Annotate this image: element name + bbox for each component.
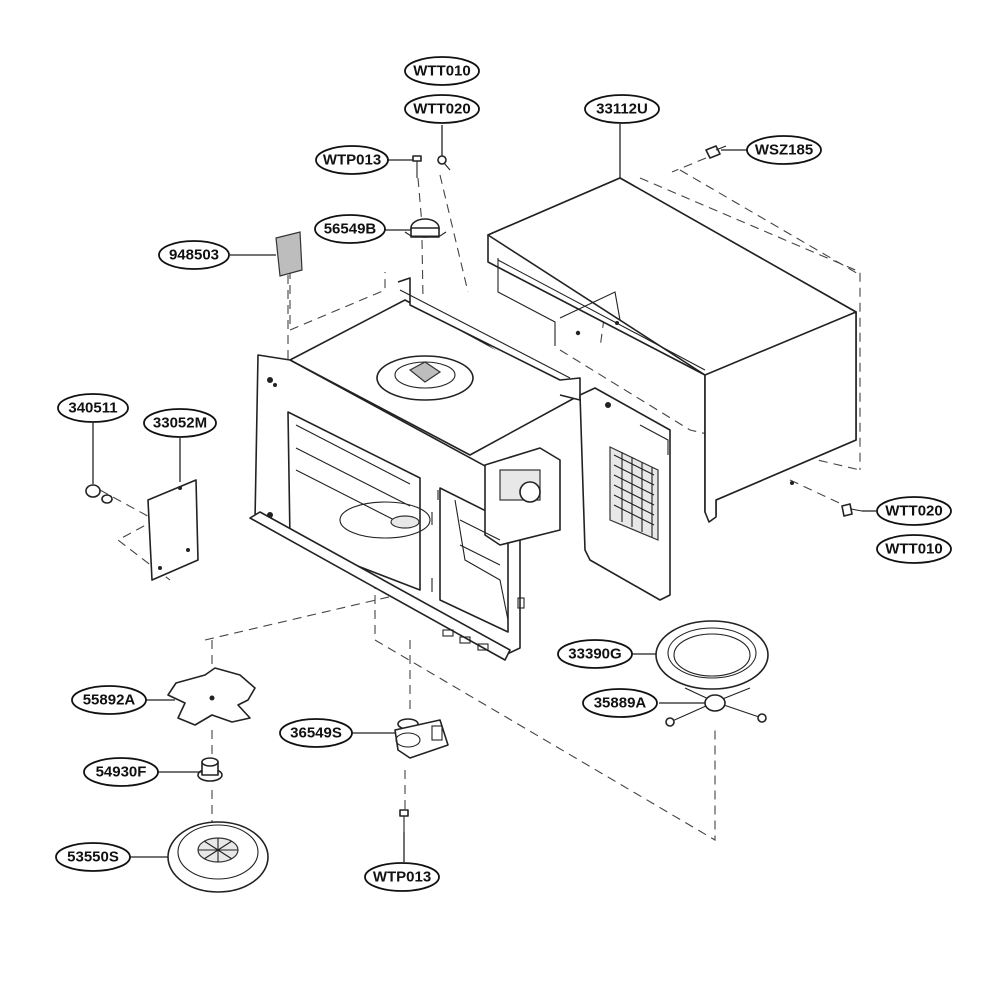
screw-wtp013-bottom [399,809,409,832]
motor-36549s [394,718,449,759]
svg-text:340511: 340511 [68,400,117,417]
callout-36549s: 36549S [279,718,353,748]
leader-lines [92,124,876,862]
screw-wtp013-top [412,155,422,178]
callout-wtp013-bottom: WTP013 [364,862,440,892]
stirrer-motor-56549b [404,218,447,238]
callout-wtt020-top: WTT020 [404,94,480,124]
screw-wsz185 [705,145,727,159]
roller-guide-54930f [197,757,223,782]
coupler-55892a [167,667,256,726]
callout-33390g: 33390G [557,639,633,669]
callout-wsz185: WSZ185 [746,135,822,165]
callout-53550s: 53550S [55,842,131,872]
roller-ring-35889a [665,687,767,727]
filter-948503 [275,231,303,277]
callout-56549b: 56549B [314,214,386,244]
svg-text:36549S: 36549S [290,725,342,742]
callout-33112u: 33112U [584,94,660,124]
callout-948503: 948503 [158,240,230,270]
svg-text:948503: 948503 [169,247,219,264]
svg-text:WSZ185: WSZ185 [755,142,813,159]
callout-35889a: 35889A [582,688,658,718]
turntable-53550s [167,821,269,893]
callout-wtt020-right: WTT020 [876,496,952,526]
svg-text:53550S: 53550S [67,849,119,866]
svg-text:WTT010: WTT010 [413,63,471,80]
oven-cavity [249,277,671,661]
callout-wtt010-top: WTT010 [404,56,480,86]
svg-text:33112U: 33112U [596,101,648,118]
screw-wtt020-right [841,503,863,517]
outer-cabinet [487,177,857,523]
svg-text:54930F: 54930F [96,764,147,781]
tray-33390g [655,620,769,690]
plate-33052m [147,479,199,581]
callout-wtt010-right: WTT010 [876,534,952,564]
svg-text:WTT020: WTT020 [413,101,471,118]
screw-wtt020-top [437,155,451,171]
callout-wtp013-top: WTP013 [315,145,389,175]
svg-text:33052M: 33052M [153,415,207,432]
callout-340511: 340511 [57,393,129,423]
callout-33052m: 33052M [143,408,217,438]
vent-grille [613,452,655,537]
svg-text:55892A: 55892A [83,692,136,709]
hook-340511 [85,484,113,504]
callout-55892a: 55892A [71,685,147,715]
svg-text:WTP013: WTP013 [373,869,431,886]
svg-text:56549B: 56549B [324,221,377,238]
svg-text:35889A: 35889A [594,695,647,712]
svg-text:WTT020: WTT020 [885,503,943,520]
svg-text:WTT010: WTT010 [885,541,943,558]
svg-text:33390G: 33390G [568,646,621,663]
svg-text:WTP013: WTP013 [323,152,381,169]
callout-54930f: 54930F [83,757,159,787]
